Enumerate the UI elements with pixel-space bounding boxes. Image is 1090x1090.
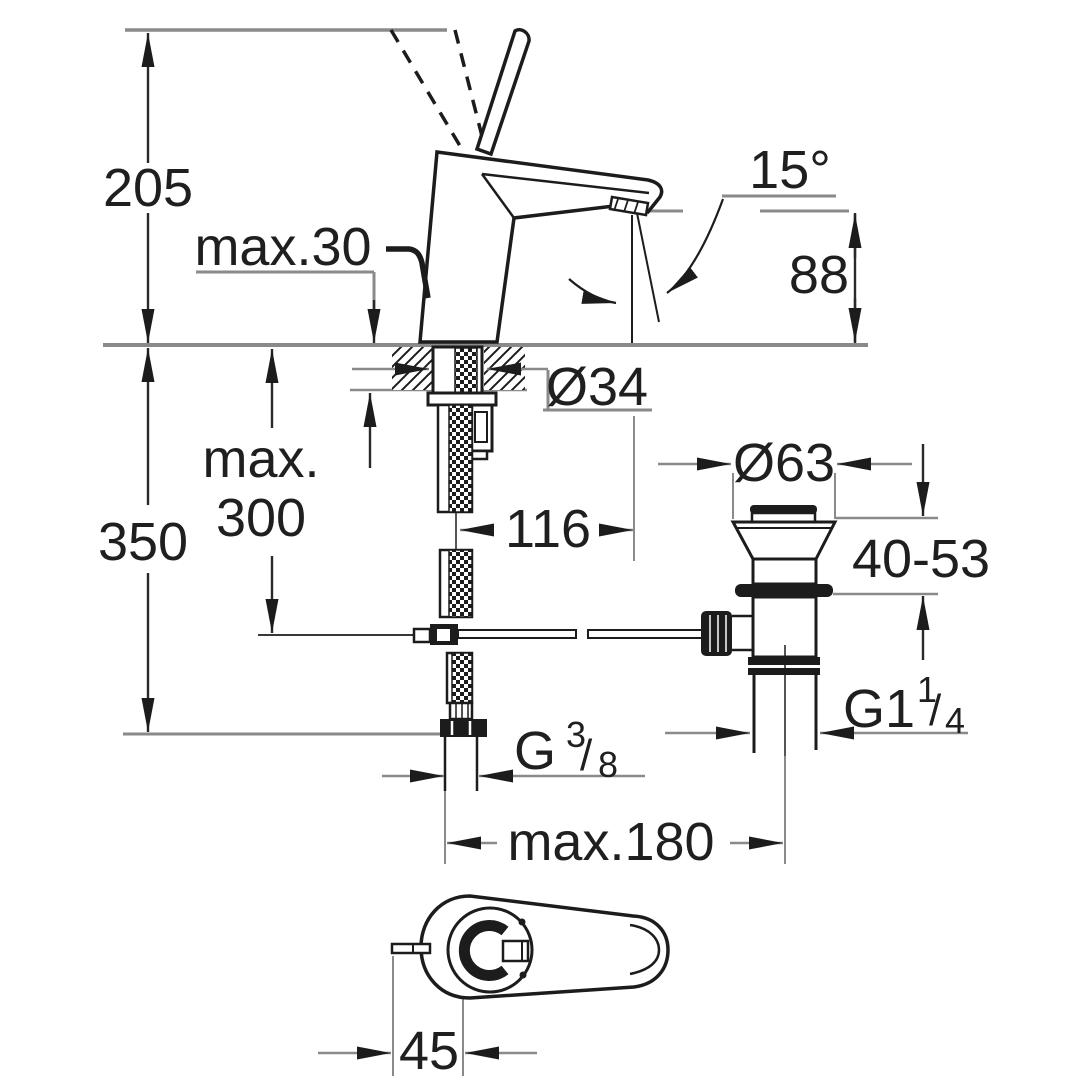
dim-rod-reach: max.180 — [447, 812, 783, 872]
dim-g38-slash: / — [580, 731, 593, 780]
body-shoulder-line — [480, 173, 516, 219]
dim-overall-height: 205 — [103, 33, 193, 343]
supply-hose-upper-knurl — [448, 404, 473, 513]
hose-nut-slits — [450, 721, 472, 735]
dim-g38-num: 3 — [566, 714, 586, 755]
dim-15deg-label: 15° — [749, 140, 831, 200]
handle-top-view — [390, 894, 670, 1000]
drain-gasket — [735, 584, 833, 597]
dim-88-label: 88 — [789, 245, 849, 305]
drain-neck — [751, 557, 818, 586]
dim-swivel-angle: 15° — [749, 140, 831, 200]
cartridge-ring — [458, 920, 509, 981]
drain-assembly — [701, 505, 838, 756]
hose-nut — [440, 719, 487, 737]
supply-hose-middle-knurl — [448, 549, 473, 618]
dim-dia63-label: Ø63 — [733, 433, 835, 493]
mounting-bracket-window — [474, 411, 488, 443]
dim-spout-height: 88 — [789, 213, 862, 343]
dim-counter-range: 40-53 — [852, 444, 990, 660]
drain-nut-band-2 — [748, 668, 820, 675]
popup-rod-segment-1 — [457, 629, 577, 639]
handle-inner-edge — [629, 923, 661, 976]
handle-side-rod — [390, 942, 432, 955]
popup-rod-clamp-window — [437, 629, 450, 641]
reference-lines — [103, 28, 938, 1076]
dim-g114-base: G1 — [843, 679, 915, 739]
drain-adjust-knob — [701, 611, 732, 656]
mounting-washer — [426, 391, 498, 407]
dim-45-label: 45 — [399, 1021, 459, 1081]
dim-205-label: 205 — [103, 158, 193, 218]
dim-g114-num: 1 — [917, 669, 937, 710]
cartridge-dot-bottom — [519, 971, 527, 979]
drain-knob-knurl — [709, 615, 727, 652]
swivel-arc-left — [568, 278, 617, 305]
popup-rod — [258, 624, 703, 645]
dim-spout-reach: 116 — [460, 499, 633, 559]
dim-40-53-label: 40-53 — [852, 529, 990, 589]
shank-thread-knurl — [454, 347, 478, 394]
dim-flange-diameter: Ø63 — [658, 433, 912, 493]
water-stream-angled — [636, 212, 660, 323]
drain-nut-band-1 — [748, 657, 820, 665]
spout-inner-edge — [481, 172, 650, 195]
dim-supply-thread: G 3 / 8 — [382, 714, 645, 785]
dim-handle-offset: 45 — [318, 1021, 537, 1081]
faucet-body — [418, 150, 664, 344]
dim-max180-label: max.180 — [507, 812, 714, 872]
cartridge-dot-top — [518, 918, 526, 926]
dim-install-depth: 350 — [98, 348, 188, 732]
dim-300-label: 300 — [216, 488, 306, 548]
dim-max-label: max. — [202, 429, 319, 489]
dim-350-label: 350 — [98, 512, 188, 572]
aerator — [608, 195, 650, 217]
dim-g38-base: G — [514, 721, 556, 781]
dim-116-label: 116 — [505, 499, 591, 559]
lever-handle-alternate-position — [389, 29, 465, 152]
front-view — [386, 28, 725, 344]
dim-g114-slash: / — [929, 686, 942, 735]
dim-hole-diameter: Ø34 — [352, 357, 648, 417]
lever-handle — [474, 28, 531, 157]
mounting-assembly — [426, 345, 498, 791]
popup-rod-nipple — [412, 627, 432, 644]
cartridge-stem — [501, 939, 530, 963]
supply-hose-lower-knurl — [451, 652, 473, 704]
dim-dia34-label: Ø34 — [546, 357, 648, 417]
dim-deck-thickness: max.30 — [194, 217, 381, 468]
dim-g114-den: 4 — [945, 700, 965, 741]
dim-g38-den: 8 — [598, 744, 618, 785]
popup-rod-knob-front — [386, 246, 431, 299]
swivel-arc-right — [666, 198, 725, 294]
dim-max30-label: max.30 — [194, 217, 371, 277]
dim-below-deck-max: max. 300 — [202, 349, 320, 633]
popup-rod-segment-2 — [587, 629, 703, 639]
dim-drain-thread: G1 1 / 4 — [665, 669, 968, 741]
hose-connector-ribs — [455, 703, 469, 719]
